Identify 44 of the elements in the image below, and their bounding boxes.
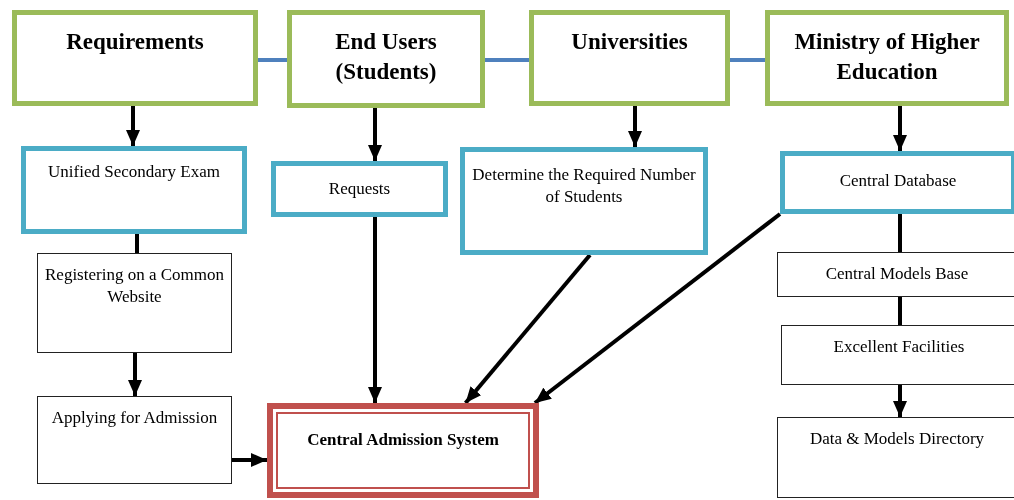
node-label: Applying for Admission	[51, 407, 218, 429]
arrow	[128, 353, 142, 396]
arrow	[368, 108, 382, 161]
connector-line	[730, 58, 765, 62]
stakeholder-box	[765, 10, 1009, 106]
stakeholder-box	[287, 10, 485, 108]
node-label: Data & Models Directory	[809, 428, 985, 450]
connector-line	[898, 214, 902, 252]
connector-line	[898, 297, 902, 325]
node-label: Determine the Required Number of Students	[471, 164, 697, 209]
step-box	[777, 417, 1014, 498]
arrow	[232, 453, 267, 467]
arrow	[628, 106, 642, 147]
node-label: Requirements	[66, 28, 204, 56]
stakeholder-box	[12, 10, 258, 106]
input-box	[780, 151, 1014, 214]
node-label: Ministry of Higher Education	[793, 28, 981, 86]
arrow	[533, 212, 782, 405]
input-box	[460, 147, 708, 255]
step-box	[37, 396, 232, 484]
central-system-box	[267, 403, 539, 498]
node-label: Excellent Facilities	[833, 336, 965, 358]
arrow	[893, 385, 907, 417]
connector-line	[485, 58, 529, 62]
node-label: End Users (Students)	[334, 28, 438, 86]
step-box	[781, 325, 1014, 385]
connector-line	[135, 234, 139, 253]
arrow	[893, 106, 907, 151]
node-label: Central Database	[839, 170, 957, 192]
step-box	[777, 252, 1014, 297]
node-label: Central Models Base	[825, 263, 969, 285]
node-label: Requests	[328, 178, 391, 200]
arrow	[126, 106, 140, 146]
input-box	[21, 146, 247, 234]
node-label: Registering on a Common Website	[44, 264, 225, 309]
arrow	[368, 217, 382, 403]
step-box	[37, 253, 232, 353]
stakeholder-box	[529, 10, 730, 106]
connector-line	[258, 58, 287, 62]
arrow	[464, 253, 592, 405]
input-box	[271, 161, 448, 217]
node-label: Unified Secondary Exam	[48, 161, 220, 183]
node-label: Universities	[571, 28, 688, 56]
node-label: Central Admission System	[307, 429, 499, 451]
